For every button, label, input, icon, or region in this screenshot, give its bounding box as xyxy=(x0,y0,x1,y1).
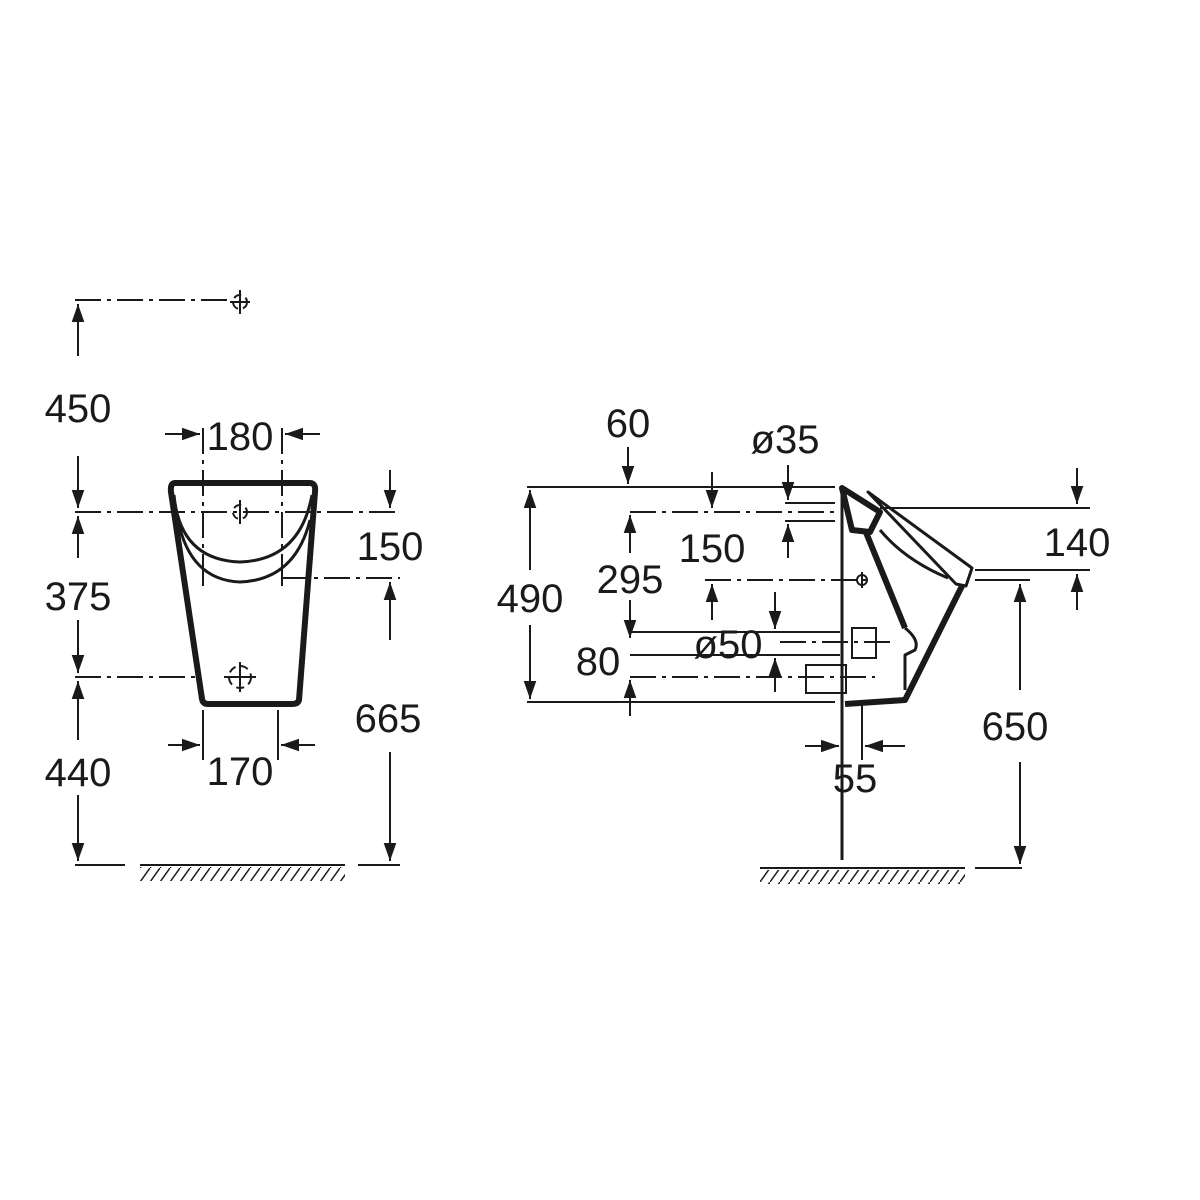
outlet-trap xyxy=(903,626,918,690)
floor-hatch xyxy=(760,870,965,884)
side-view: 490 60 295 80 150 ø35 ø50 140 650 55 xyxy=(497,402,1111,884)
dim-80: 80 xyxy=(576,640,621,684)
outlet-connector xyxy=(851,627,877,659)
bowl-rim-inner xyxy=(172,494,314,564)
crosshair-icon xyxy=(202,500,283,692)
dim-440: 440 xyxy=(45,751,112,795)
urinal-lid xyxy=(866,490,974,588)
urinal-front-outline xyxy=(167,480,319,707)
crosshair-icon xyxy=(856,572,868,588)
inlet-block xyxy=(839,485,883,535)
dim-170: 170 xyxy=(207,750,274,794)
front-view: 450 375 440 180 170 150 665 xyxy=(45,290,424,881)
urinal-ribs xyxy=(878,529,949,580)
dim-150-side: 150 xyxy=(679,527,746,571)
dim-dia50: ø50 xyxy=(694,623,763,667)
floor-hatch xyxy=(140,867,345,881)
dim-60: 60 xyxy=(606,402,651,446)
dim-665: 665 xyxy=(355,697,422,741)
dim-450: 450 xyxy=(45,387,112,431)
bowl-rim-outer xyxy=(176,519,312,584)
dim-dia35: ø35 xyxy=(751,418,820,462)
outlet-pipe xyxy=(805,664,847,694)
dim-650: 650 xyxy=(982,705,1049,749)
dim-140: 140 xyxy=(1044,521,1111,565)
dim-490: 490 xyxy=(497,577,564,621)
crosshair-icon xyxy=(230,290,250,314)
dim-55: 55 xyxy=(833,757,878,801)
dim-375: 375 xyxy=(45,575,112,619)
urinal-side-outline xyxy=(844,528,965,707)
dim-180: 180 xyxy=(207,415,274,459)
dim-150: 150 xyxy=(357,525,424,569)
dim-295: 295 xyxy=(597,558,664,602)
